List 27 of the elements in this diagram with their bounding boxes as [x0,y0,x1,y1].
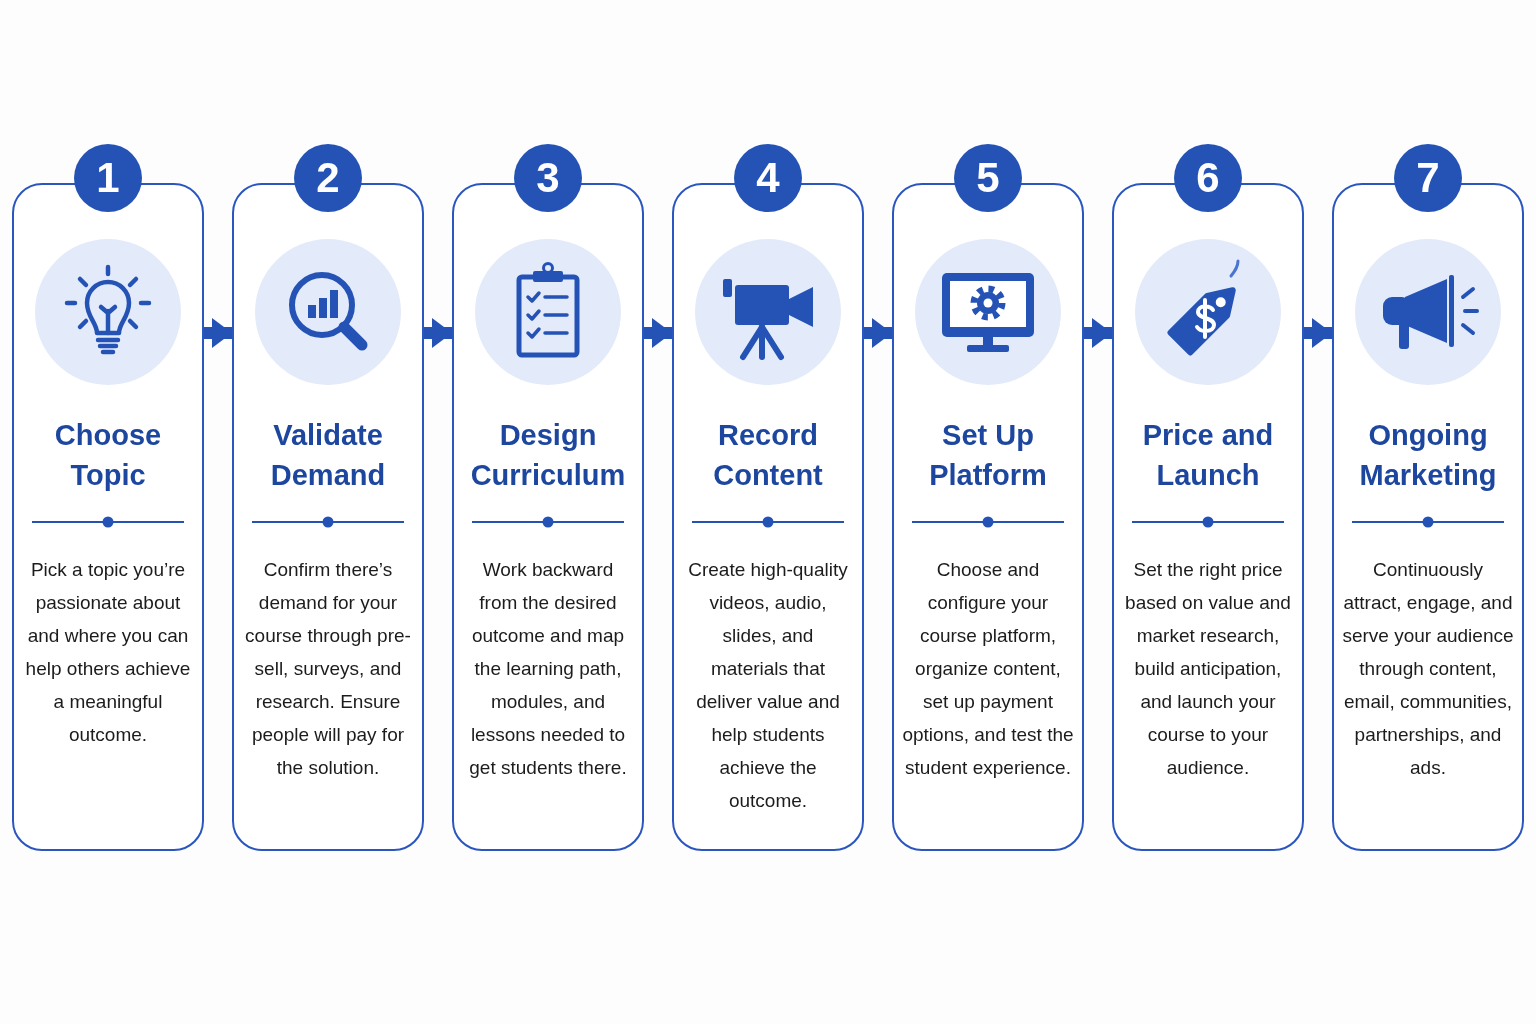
step-description: Confirm there’s demand for your course through pre-sell, surveys, and research. Ensure people will pay for the solution. [244,558,412,780]
step-description: Set the right price based on value and market research, build anticipation, and launch your course to your audience. [1124,558,1292,780]
step-description: Choose and configure your course platform, organize content, set up payment options, and test the student experience. [902,558,1074,780]
arrow [864,318,892,348]
step-number-badge: 2 [294,144,362,212]
step-number-badge: 7 [1394,144,1462,212]
arrow [1084,318,1112,348]
step-title: Validate Demand [269,418,387,493]
step-title: Design Curriculum [469,418,627,493]
step-description: Create high-quality videos, audio, slides, and materials that deliver value and help students achieve the outcome. [687,558,849,813]
step-number-badge: 3 [514,144,582,212]
arrow [424,318,452,348]
step-title: Set Up Platform [928,418,1048,493]
step-title: Ongoing Marketing [1358,418,1498,493]
step-number-badge: 5 [954,144,1022,212]
step-description: Continuously attract, engage, and serve your audience through content, email, communities, partnerships, and ads. [1342,558,1514,780]
step-number-badge: 6 [1174,144,1242,212]
step-title: Price and Launch [1141,418,1275,493]
arrow [644,318,672,348]
step-description: Work backward from the desired outcome and map the learning path, modules, and lessons needed to get students there. [468,558,628,780]
step-number-badge: 1 [74,144,142,212]
arrow [204,318,232,348]
step-description: Pick a topic you’re passionate about and where you can help others achieve a meaningful outcome. [24,558,192,747]
arrow [1304,318,1332,348]
step-number-badge: 4 [734,144,802,212]
step-title: Record Content [712,418,824,493]
step-title: Choose Topic [53,418,163,493]
